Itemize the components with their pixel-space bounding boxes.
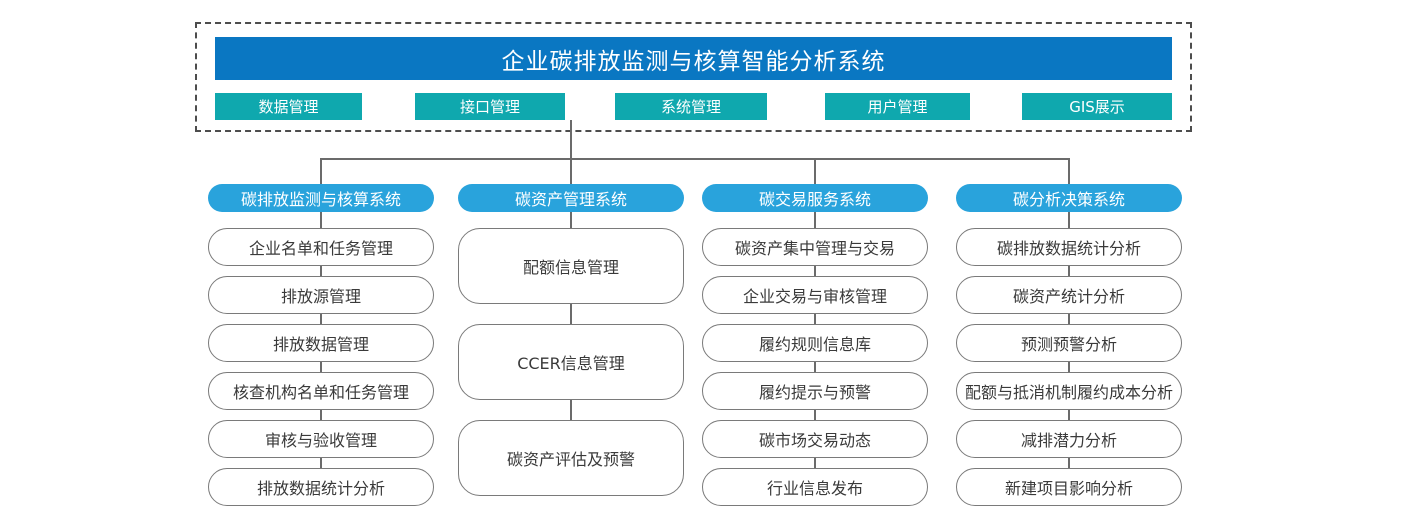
subsystem-item-label: 配额信息管理 [522,258,619,277]
subsystem-item[interactable]: 碳资产统计分析 [956,276,1182,314]
subsystem-item-label: 排放数据管理 [272,335,369,354]
subsystem-item-stack-1: 企业名单和任务管理排放源管理排放数据管理核查机构名单和任务管理审核与验收管理排放… [208,212,434,506]
subsystem-column-4: 碳分析决策系统 碳排放数据统计分析碳资产统计分析预测预警分析配额与抵消机制履约成… [956,184,1182,506]
subsystem-item-label: 排放源管理 [280,287,361,306]
subsystem-item-stack-2: 配额信息管理 CCER信息管理碳资产评估及预警 [458,212,684,496]
subsystem-item-label: 预测预警分析 [1020,335,1117,354]
subsystem-item[interactable]: 排放源管理 [208,276,434,314]
subsystem-item[interactable]: 行业信息发布 [702,468,928,506]
subsystem-item-stack-4: 碳排放数据统计分析碳资产统计分析预测预警分析配额与抵消机制履约成本分析减排潜力分… [956,212,1182,506]
subsystem-item[interactable]: 碳资产评估及预警 [458,420,684,496]
subsystem-item-label: 碳市场交易动态 [758,431,871,450]
subsystem-item-label: 碳资产评估及预警 [506,450,635,469]
nav-button-1[interactable]: 数据管理 [215,93,362,120]
connector-bus [321,158,1069,160]
subsystem-item-label: 排放数据统计分析 [256,479,385,498]
subsystem-item-label: CCER信息管理 [517,354,625,373]
subsystem-column-2: 碳资产管理系统 配额信息管理 CCER信息管理碳资产评估及预警 [458,184,684,496]
nav-button-3[interactable]: 系统管理 [615,93,767,120]
subsystem-item-label: 企业交易与审核管理 [742,287,887,306]
subsystem-item-label: 碳资产集中管理与交易 [734,239,895,258]
subsystem-header-4[interactable]: 碳分析决策系统 [956,184,1182,212]
subsystem-column-3: 碳交易服务系统 碳资产集中管理与交易企业交易与审核管理履约规则信息库履约提示与预… [702,184,928,506]
nav-button-label: 接口管理 [459,98,520,116]
subsystem-item-label: 审核与验收管理 [264,431,377,450]
subsystem-item[interactable]: 新建项目影响分析 [956,468,1182,506]
page-title: 企业碳排放监测与核算智能分析系统 [501,48,886,75]
subsystem-header-1[interactable]: 碳排放监测与核算系统 [208,184,434,212]
subsystem-item[interactable]: 排放数据管理 [208,324,434,362]
nav-button-4[interactable]: 用户管理 [825,93,970,120]
subsystem-item-label: 企业名单和任务管理 [248,239,393,258]
nav-button-label: 用户管理 [867,98,928,116]
nav-button-5[interactable]: GIS展示 [1022,93,1172,120]
subsystem-column-1: 碳排放监测与核算系统 企业名单和任务管理排放源管理排放数据管理核查机构名单和任务… [208,184,434,506]
platform-nav-row: 数据管理 接口管理 系统管理 用户管理 GIS展示 [215,93,1172,120]
subsystem-item-label: 行业信息发布 [766,479,863,498]
subsystem-item-label: 配额与抵消机制履约成本分析 [964,383,1173,402]
subsystem-item[interactable]: CCER信息管理 [458,324,684,400]
connector-drop-2 [570,158,572,184]
nav-button-2[interactable]: 接口管理 [415,93,565,120]
subsystem-item[interactable]: 审核与验收管理 [208,420,434,458]
nav-button-label: 数据管理 [258,98,319,116]
platform-boundary [195,22,1192,132]
subsystem-item[interactable]: 配额与抵消机制履约成本分析 [956,372,1182,410]
subsystem-item[interactable]: 配额信息管理 [458,228,684,304]
subsystem-item-label: 碳资产统计分析 [1012,287,1125,306]
nav-button-label: 系统管理 [660,98,721,116]
subsystem-item[interactable]: 核查机构名单和任务管理 [208,372,434,410]
subsystem-item[interactable]: 企业交易与审核管理 [702,276,928,314]
subsystem-item[interactable]: 碳资产集中管理与交易 [702,228,928,266]
subsystem-item-label: 减排潜力分析 [1020,431,1117,450]
nav-button-label: GIS展示 [1069,98,1125,116]
subsystem-item-label: 碳排放数据统计分析 [996,239,1141,258]
connector-drop-4 [1068,158,1070,184]
subsystem-item[interactable]: 履约规则信息库 [702,324,928,362]
subsystem-item[interactable]: 减排潜力分析 [956,420,1182,458]
subsystem-item-label: 新建项目影响分析 [1004,479,1133,498]
subsystem-item-label: 履约提示与预警 [758,383,871,402]
subsystem-item[interactable]: 排放数据统计分析 [208,468,434,506]
subsystem-item-label: 核查机构名单和任务管理 [232,383,409,402]
subsystem-item[interactable]: 碳市场交易动态 [702,420,928,458]
connector-drop-3 [814,158,816,184]
connector-trunk [570,120,572,158]
subsystem-item[interactable]: 企业名单和任务管理 [208,228,434,266]
subsystem-header-3[interactable]: 碳交易服务系统 [702,184,928,212]
subsystem-item[interactable]: 预测预警分析 [956,324,1182,362]
connector-drop-1 [320,158,322,184]
subsystem-item-label: 履约规则信息库 [758,335,871,354]
subsystem-item[interactable]: 碳排放数据统计分析 [956,228,1182,266]
system-title-bar: 企业碳排放监测与核算智能分析系统 [215,37,1172,80]
subsystem-header-2[interactable]: 碳资产管理系统 [458,184,684,212]
subsystem-item[interactable]: 履约提示与预警 [702,372,928,410]
subsystem-item-stack-3: 碳资产集中管理与交易企业交易与审核管理履约规则信息库履约提示与预警碳市场交易动态… [702,212,928,506]
